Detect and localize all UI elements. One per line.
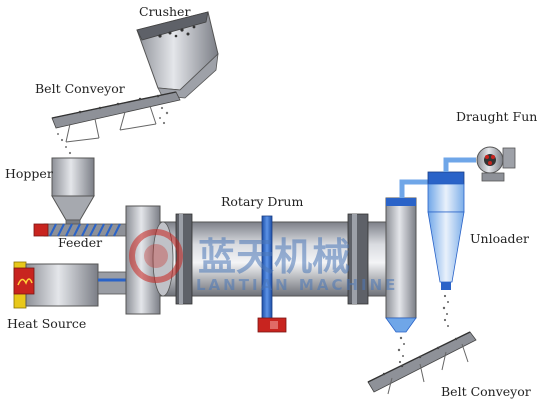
feeder-label: Feeder bbox=[58, 235, 102, 250]
rotary-drum bbox=[125, 197, 417, 333]
belt-conveyor-top-label: Belt Conveyor bbox=[35, 81, 125, 96]
cyclone-unloader bbox=[399, 157, 476, 290]
watermark-chinese: 蓝天机械 bbox=[198, 235, 350, 279]
watermark-logo: 蓝天机械 LANTIAN MACHINE bbox=[129, 229, 398, 294]
rotary-drum-label: Rotary Drum bbox=[221, 194, 303, 209]
drum-outlet-housing bbox=[385, 197, 417, 319]
heat-source-label: Heat Source bbox=[7, 316, 86, 331]
draught-fan bbox=[476, 146, 516, 182]
hopper-label: Hopper bbox=[5, 166, 53, 181]
belt-conveyor-bottom-label: Belt Conveyor bbox=[441, 384, 531, 399]
hopper bbox=[51, 157, 95, 227]
heat-source-furnace bbox=[13, 261, 127, 309]
drum-discharge-particles bbox=[397, 336, 405, 364]
screw-feeder bbox=[33, 223, 127, 237]
bottom-belt-conveyor bbox=[367, 331, 477, 395]
watermark-english: LANTIAN MACHINE bbox=[196, 276, 398, 294]
crusher-label: Crusher bbox=[139, 4, 190, 19]
crusher bbox=[136, 11, 219, 125]
unloader-label: Unloader bbox=[470, 231, 529, 246]
draught-fun-label: Draught Fun bbox=[456, 109, 537, 124]
top-belt-conveyor bbox=[51, 91, 181, 160]
cyclone-discharge-particles bbox=[442, 294, 449, 327]
